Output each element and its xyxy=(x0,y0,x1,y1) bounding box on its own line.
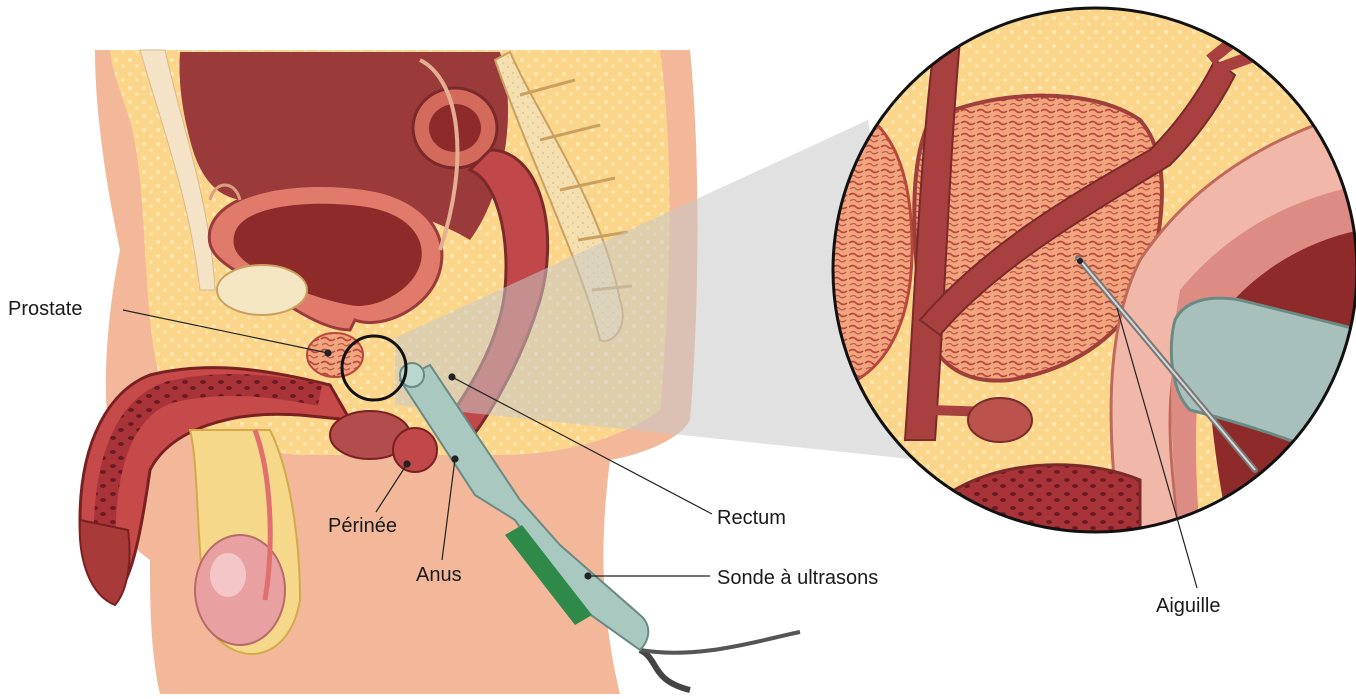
leader-anus-dot xyxy=(452,456,458,462)
leader-rectum-dot xyxy=(449,374,455,380)
scrotum xyxy=(190,430,300,654)
label-perinee: Périnée xyxy=(328,515,397,538)
label-rectum: Rectum xyxy=(717,507,786,530)
label-prostate: Prostate xyxy=(8,298,82,321)
zoom-inset xyxy=(830,5,1356,540)
prostate-organ xyxy=(307,333,363,377)
leader-sonde-dot xyxy=(585,573,591,579)
leader-prostate-dot xyxy=(325,350,331,356)
label-anus: Anus xyxy=(416,564,462,587)
leader-perinee-dot xyxy=(404,461,410,467)
label-sonde: Sonde à ultrasons xyxy=(717,567,878,590)
label-aiguille: Aiguille xyxy=(1156,595,1220,618)
